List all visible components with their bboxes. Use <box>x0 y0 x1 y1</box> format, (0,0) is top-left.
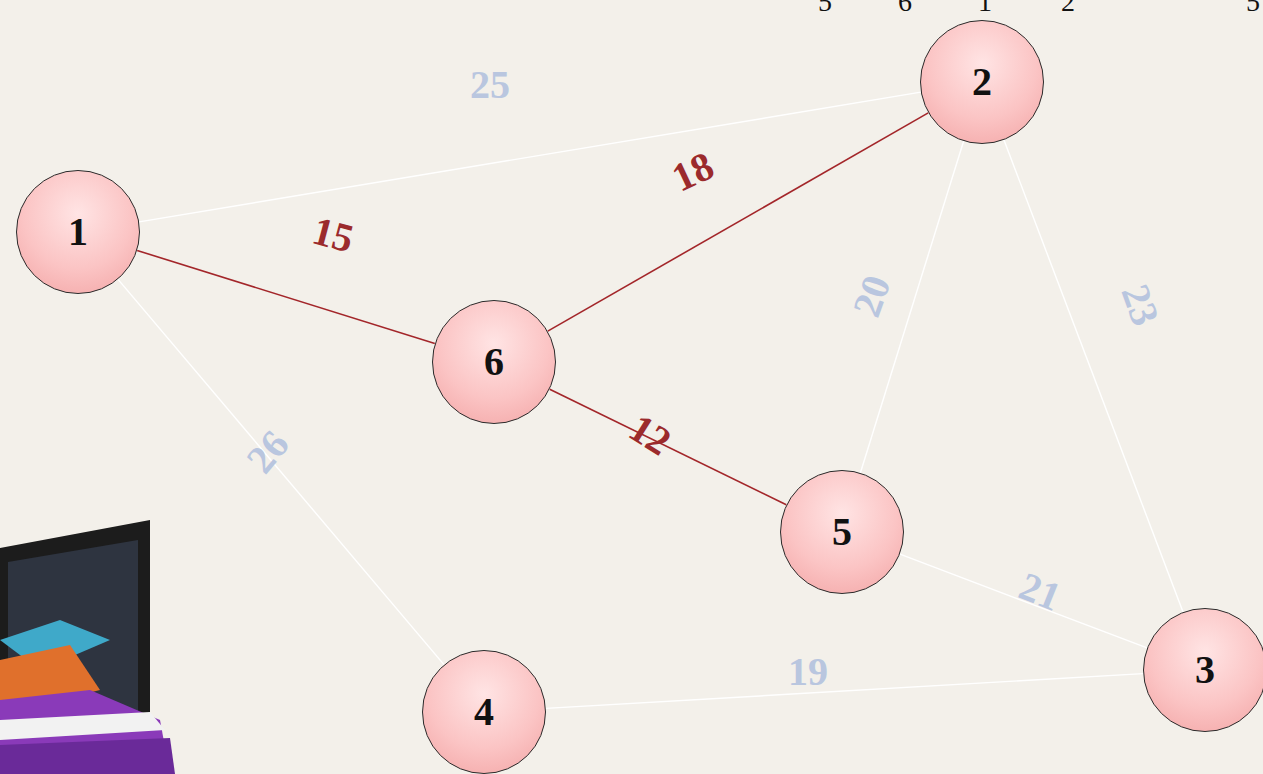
tree-edge <box>137 250 435 343</box>
tree-edge <box>550 389 787 505</box>
graph-vertex: 6 <box>432 300 556 424</box>
vertex-number: 6 <box>484 342 504 382</box>
edge-weight: 19 <box>788 652 828 692</box>
edge-weight: 23 <box>1114 279 1165 330</box>
edge-weight: 25 <box>470 65 510 105</box>
graph-vertex: 4 <box>422 650 546 774</box>
cut-off-number: 1 <box>978 0 992 16</box>
vertex-number: 5 <box>832 512 852 552</box>
cut-off-number: 5 <box>1246 0 1260 16</box>
graph-edge <box>118 279 444 664</box>
graph-vertex: 3 <box>1143 608 1263 732</box>
graph-edge <box>1004 140 1183 612</box>
vertex-number: 2 <box>972 62 992 102</box>
cut-off-number: 2 <box>1061 0 1075 16</box>
edge-weight: 21 <box>1014 566 1066 618</box>
edge-weight: 12 <box>622 407 677 462</box>
edge-weight: 18 <box>666 145 719 198</box>
graph-edge <box>139 92 921 222</box>
edge-weight: 20 <box>846 270 897 321</box>
edge-weight: 15 <box>309 211 358 260</box>
cut-off-number: 6 <box>898 0 912 16</box>
cut-off-number: 5 <box>818 0 832 16</box>
graph-edge <box>900 554 1147 648</box>
tree-edge <box>548 113 928 331</box>
graph-vertex: 1 <box>16 170 140 294</box>
graph-edge <box>546 674 1143 709</box>
laptop-illustration <box>0 520 175 774</box>
graph-vertex: 5 <box>780 470 904 594</box>
graph-vertex: 2 <box>920 20 1044 144</box>
vertex-number: 4 <box>474 692 494 732</box>
vertex-number: 1 <box>68 212 88 252</box>
vertex-number: 3 <box>1195 650 1215 690</box>
